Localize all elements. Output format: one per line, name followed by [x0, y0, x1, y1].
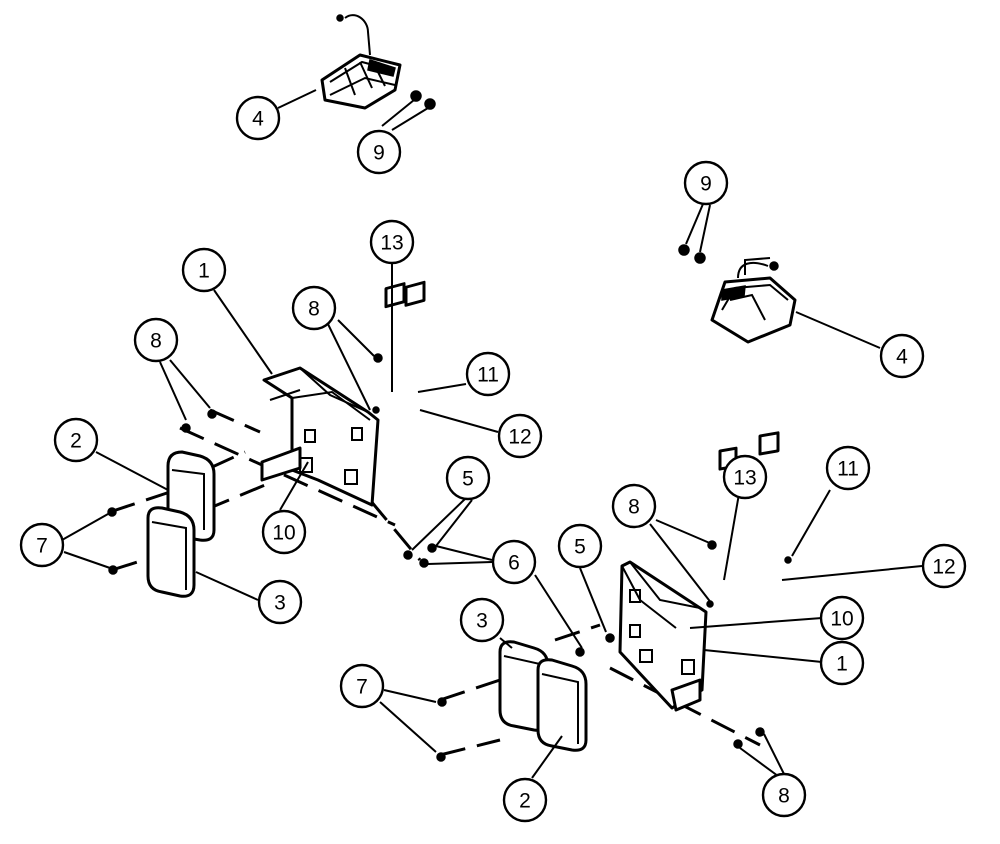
callout-label: 5: [574, 536, 586, 559]
callout-label: 8: [628, 496, 640, 519]
callout-10-right: 10: [819, 595, 865, 641]
callout-label: 1: [198, 260, 210, 283]
callout-7-right: 7: [339, 663, 385, 709]
callout-label: 8: [308, 298, 320, 321]
left-bracket: [260, 366, 380, 507]
callout-10-left: 10: [261, 509, 307, 555]
callout-11-left: 11: [465, 351, 511, 397]
top-clearance-lamp: [320, 14, 402, 110]
callout-label: 2: [70, 430, 82, 453]
axis-left-screw-top: [109, 490, 171, 514]
callout-4-top: 4: [235, 95, 281, 141]
callout-1-left: 1: [181, 247, 227, 293]
callout-5-left: 5: [445, 455, 491, 501]
callout-2-right: 2: [502, 777, 548, 823]
callout-label: 3: [476, 610, 488, 633]
callout-label: 3: [274, 592, 286, 615]
callout-label: 11: [837, 458, 859, 481]
callout-7-left: 7: [19, 522, 65, 568]
callout-label: 8: [150, 330, 162, 353]
right-lamp-2: [536, 658, 588, 752]
callout-3-right: 3: [459, 597, 505, 643]
callout-5-right: 5: [557, 523, 603, 569]
axis-left-lamp-2: [209, 450, 246, 470]
callout-4-right: 4: [879, 333, 925, 379]
callout-6-left: 6: [491, 539, 537, 585]
callout-8-mid: 8: [291, 285, 337, 331]
callout-label: 4: [896, 346, 908, 369]
callout-label: 7: [356, 676, 368, 699]
callout-label: 7: [36, 535, 48, 558]
callout-label: 1: [836, 653, 848, 676]
callout-8-right: 8: [611, 483, 657, 529]
callout-label: 11: [477, 364, 499, 387]
callout-label: 12: [508, 426, 531, 449]
callout-12-right: 12: [921, 543, 967, 589]
callout-label: 10: [272, 522, 295, 545]
callout-label: 6: [508, 552, 520, 575]
left-lamp-3: [146, 506, 196, 598]
right-fasteners: [436, 633, 765, 762]
callout-13-top: 13: [369, 219, 415, 265]
right-clearance-lamp: [710, 257, 797, 344]
callout-1-right: 1: [819, 640, 865, 686]
callout-label: 12: [932, 556, 955, 579]
callout-8-bottom: 8: [761, 772, 807, 818]
axis-left-nut: [368, 499, 422, 561]
axis-left-upper: [179, 426, 396, 527]
callout-13-right: 13: [722, 454, 768, 500]
left-plate-set: [372, 280, 426, 414]
top-screws: [410, 90, 436, 110]
callout-9-right: 9: [683, 160, 729, 206]
callout-8-left: 8: [133, 317, 179, 363]
callout-label: 13: [380, 232, 403, 255]
callout-12-left: 12: [497, 413, 543, 459]
axis-left-screw-bottom: [111, 556, 151, 572]
right-bracket: [618, 560, 708, 712]
right-screws: [678, 244, 706, 264]
axis-right-nut: [554, 623, 601, 642]
leader-lines: [61, 89, 923, 779]
callout-label: 5: [462, 468, 474, 491]
callout-label: 4: [252, 108, 264, 131]
axis-right-screw-top: [439, 678, 501, 702]
callout-2-left: 2: [53, 417, 99, 463]
callout-label: 9: [700, 173, 712, 196]
callout-11-right: 11: [825, 445, 871, 491]
callout-label: 13: [733, 467, 756, 490]
callout-label: 8: [778, 785, 790, 808]
callout-9-top: 9: [356, 129, 402, 175]
callout-label: 9: [373, 142, 385, 165]
callout-label: 10: [830, 608, 853, 631]
axis-right-screw-bottom: [439, 738, 501, 757]
callout-3-left: 3: [257, 579, 303, 625]
callout-label: 2: [519, 790, 531, 813]
axis-left-top: [209, 408, 261, 434]
left-fasteners: [107, 409, 437, 575]
